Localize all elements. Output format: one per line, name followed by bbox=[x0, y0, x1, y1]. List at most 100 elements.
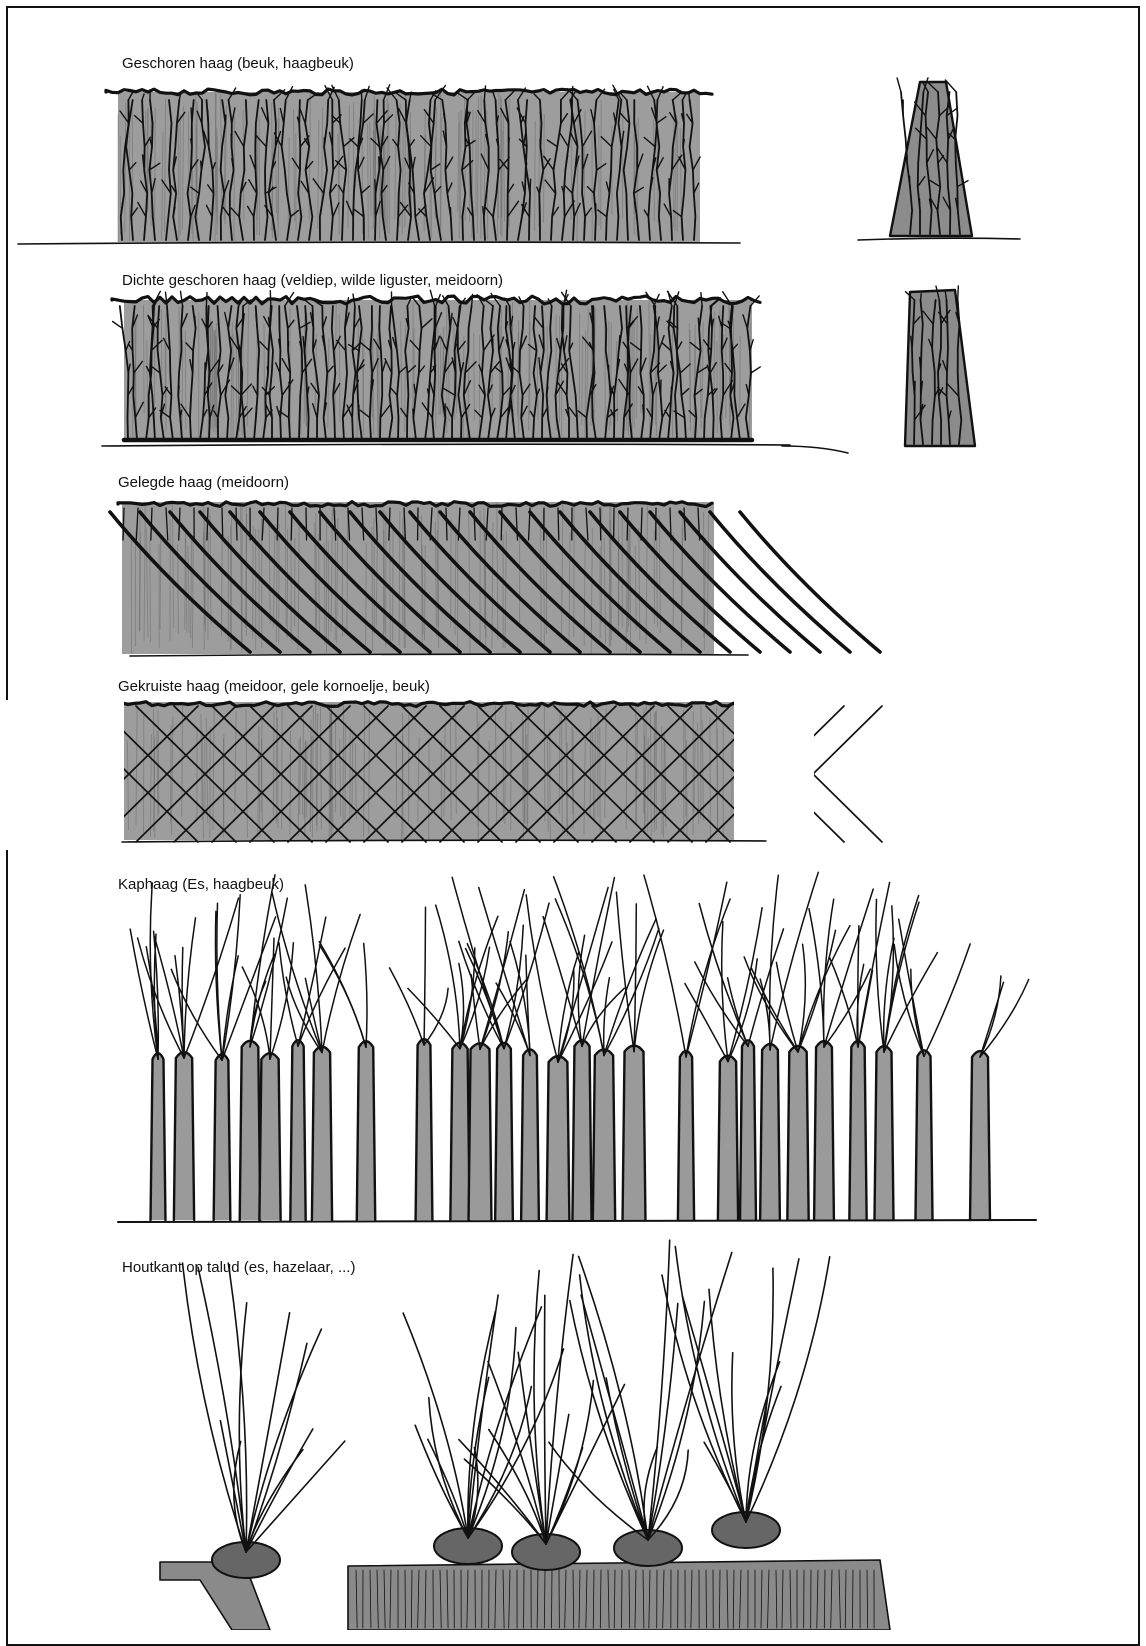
foliage-texture bbox=[222, 528, 223, 635]
coppice-shoot bbox=[746, 1257, 830, 1522]
twig bbox=[921, 294, 922, 300]
foliage-texture bbox=[347, 508, 348, 629]
whip-shoot bbox=[436, 905, 460, 1049]
coppice-shoot bbox=[579, 1256, 648, 1540]
pollard-trunk bbox=[495, 1043, 513, 1220]
section-label-sheared-hedge: Geschoren haag (beuk, haagbeuk) bbox=[122, 55, 354, 72]
whip-shoot bbox=[685, 984, 728, 1062]
foliage-texture bbox=[350, 725, 351, 823]
dense-sheared-hedge-profile bbox=[905, 286, 975, 446]
foliage-texture bbox=[273, 711, 274, 815]
pollard-trunk bbox=[915, 1050, 932, 1220]
foliage-texture bbox=[591, 312, 592, 425]
ground-line bbox=[782, 446, 848, 453]
whip-shoot bbox=[390, 968, 425, 1045]
dense-sheared-hedge bbox=[102, 290, 848, 453]
section-label-crossed-hedge: Gekruiste haag (meidoor, gele kornoelje,… bbox=[118, 678, 430, 695]
pollard-trunk bbox=[357, 1041, 375, 1220]
pollard-trunk bbox=[469, 1043, 492, 1220]
foliage-texture bbox=[285, 504, 286, 627]
pollard-trunk bbox=[593, 1049, 615, 1220]
twig bbox=[751, 367, 760, 373]
pollard-trunk bbox=[970, 1051, 990, 1220]
twig bbox=[958, 286, 959, 300]
upright-shoot bbox=[501, 508, 502, 540]
section-label-wooded-bank: Houtkant op talud (es, hazelaar, ...) bbox=[122, 1259, 355, 1276]
pollard-trunk bbox=[214, 1054, 231, 1220]
upright-shoot bbox=[600, 508, 601, 540]
foliage-texture bbox=[264, 323, 265, 421]
twig bbox=[361, 90, 362, 100]
pollard-trunk bbox=[814, 1041, 834, 1220]
laid-hedge bbox=[110, 502, 880, 656]
wooded-bank bbox=[160, 1240, 890, 1630]
coppice-shoot bbox=[581, 1295, 648, 1540]
ground-line bbox=[858, 238, 1020, 240]
coppice-shoot bbox=[682, 1296, 746, 1522]
pollard-trunk bbox=[416, 1039, 433, 1220]
whip-shoot bbox=[980, 980, 1029, 1058]
coppice-shoot bbox=[648, 1240, 670, 1540]
foliage-texture bbox=[144, 305, 145, 414]
laid-stem bbox=[740, 512, 880, 652]
whip-shoot bbox=[634, 904, 636, 1052]
foliage-texture bbox=[369, 711, 370, 833]
whip-shoot bbox=[604, 919, 656, 1056]
foliage-texture bbox=[595, 728, 596, 819]
pollard-trunk bbox=[312, 1047, 332, 1220]
whip-shoot bbox=[876, 899, 884, 1052]
whip-shoot bbox=[526, 895, 558, 1062]
coppice-shoot bbox=[429, 1398, 468, 1538]
sheared-hedge bbox=[18, 85, 740, 244]
whip-shoot bbox=[899, 919, 924, 1056]
ground-line bbox=[130, 654, 748, 656]
pollard-trunk bbox=[740, 1040, 756, 1220]
pollard-trunk bbox=[787, 1046, 808, 1220]
twig bbox=[897, 78, 901, 92]
foliage-texture bbox=[339, 314, 340, 422]
foliage-texture bbox=[525, 717, 526, 823]
pollard-trunk bbox=[174, 1052, 194, 1220]
whip-shoot bbox=[286, 977, 322, 1052]
pollard-trunk bbox=[450, 1043, 469, 1220]
pollard-trunk bbox=[678, 1051, 694, 1220]
pollard-trunk bbox=[718, 1056, 738, 1220]
pollard-trunk bbox=[572, 1040, 591, 1220]
pollard-trunk bbox=[240, 1041, 261, 1220]
whip-shoot bbox=[858, 926, 859, 1047]
foliage-texture bbox=[605, 311, 606, 428]
foliage-texture bbox=[474, 333, 475, 420]
pollard-trunk bbox=[874, 1046, 893, 1220]
upright-shoot bbox=[222, 508, 223, 540]
whip-shoot bbox=[184, 918, 196, 1058]
whip-shoot bbox=[364, 943, 367, 1047]
whip-shoot bbox=[924, 944, 970, 1056]
pollard-trunk bbox=[623, 1046, 646, 1220]
whip-shoot bbox=[270, 938, 274, 1059]
crossed-hedge bbox=[0, 700, 882, 850]
pollard-trunk bbox=[849, 1041, 866, 1220]
upright-shoot bbox=[277, 508, 278, 540]
coppice-shoot bbox=[403, 1313, 468, 1538]
upright-shoot bbox=[306, 508, 307, 540]
whip-shoot bbox=[526, 955, 530, 1055]
foliage-texture bbox=[562, 708, 563, 833]
soil-hatching bbox=[852, 1570, 853, 1628]
section-label-coppice-hedge: Kaphaag (Es, haagbeuk) bbox=[118, 876, 284, 893]
whip-shoot bbox=[184, 898, 239, 1058]
whip-shoot bbox=[480, 977, 528, 1049]
coppice-shoot bbox=[246, 1343, 307, 1552]
foliage-texture bbox=[710, 717, 711, 837]
mask bbox=[0, 700, 124, 850]
coppice-hedge bbox=[118, 872, 1036, 1222]
foliage-texture bbox=[611, 506, 612, 641]
whip-shoot bbox=[604, 978, 610, 1056]
coppice-shoot bbox=[544, 1295, 546, 1544]
foliage-texture bbox=[501, 99, 502, 237]
foliage-texture bbox=[185, 537, 186, 630]
twig bbox=[472, 295, 473, 307]
whip-shoot bbox=[424, 988, 448, 1045]
pollard-trunk bbox=[547, 1056, 570, 1220]
whip-shoot bbox=[408, 988, 460, 1048]
